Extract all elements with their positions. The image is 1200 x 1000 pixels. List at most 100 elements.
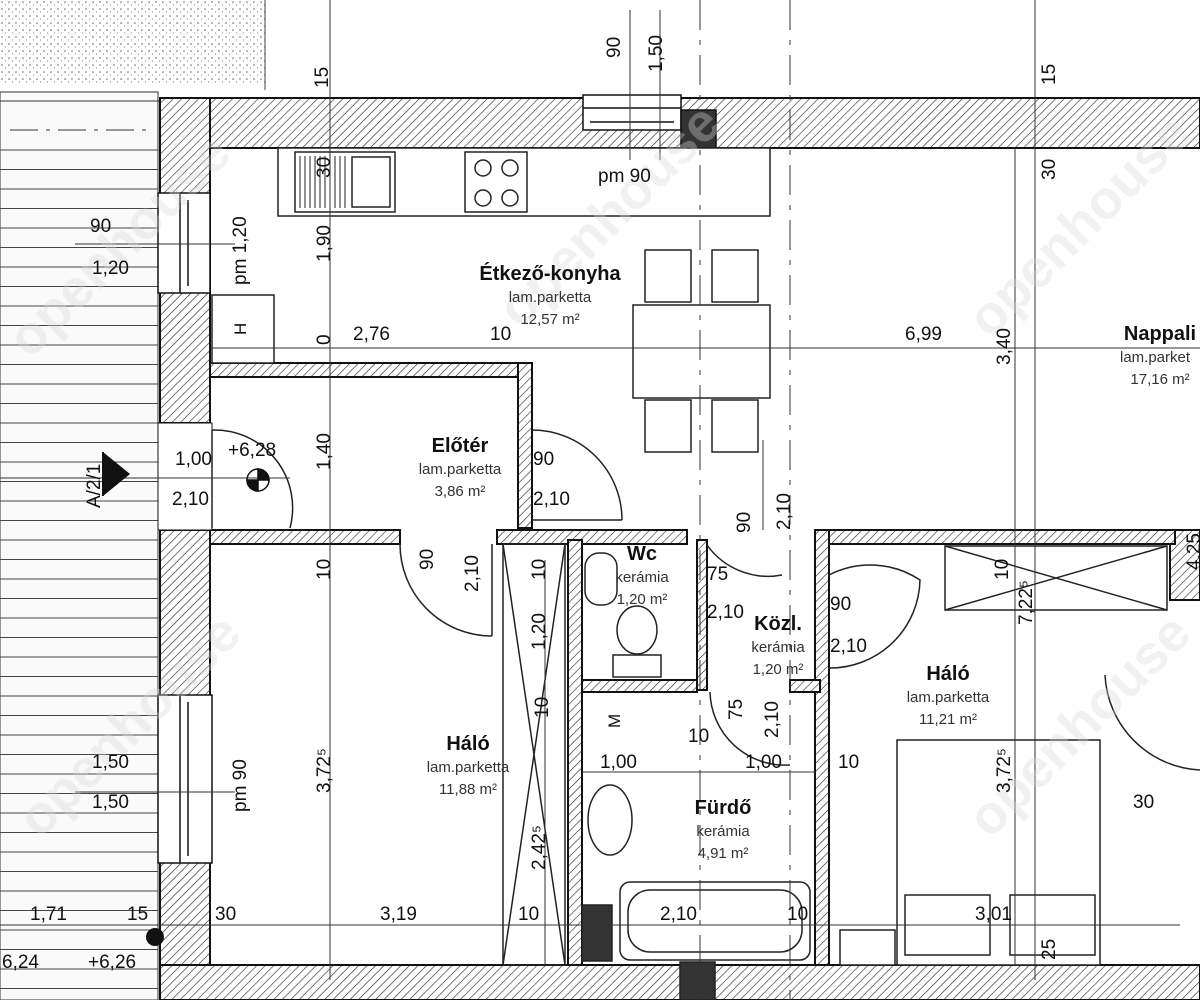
room-material-bedroom-right: lam.parketta [907, 689, 990, 706]
garden-area [0, 0, 265, 85]
dim-e-100: 1,00 [175, 449, 212, 470]
dim-bot-10b: 10 [787, 904, 808, 925]
dim-top-90: 90 [604, 37, 625, 58]
dim-b-722: 7,22⁵ [1016, 580, 1037, 625]
dim-bot-210: 2,10 [660, 904, 697, 925]
dim-top-15b: 15 [1039, 64, 1060, 85]
dim-l-372: 3,72⁵ [314, 748, 335, 793]
dim-bot-319: 3,19 [380, 904, 417, 925]
window-label-left-top: pm 1,20 [230, 216, 251, 285]
room-material-bedroom-left: lam.parketta [427, 759, 510, 776]
dim-hd-210: 2,10 [533, 489, 570, 510]
room-name-wc: Wc [627, 543, 657, 565]
room-name-corridor: Közl. [754, 613, 802, 635]
dim-lw-150a: 1,50 [92, 752, 129, 773]
window-label-left-bottom: pm 90 [230, 759, 251, 812]
dim-d-699: 6,99 [905, 324, 942, 345]
dim-c-120: 1,20 [529, 613, 550, 650]
room-name-bedroom-right: Háló [926, 663, 969, 685]
dim-w-90: 90 [90, 216, 111, 237]
dim-wc-75: 75 [707, 564, 728, 585]
dim-wc-210: 2,10 [707, 602, 744, 623]
bath-fixtures [581, 552, 811, 1000]
dim-f-210: 2,10 [762, 701, 783, 738]
dim-e-140: 1,40 [314, 433, 335, 470]
dim-d-340: 3,40 [994, 328, 1015, 365]
dim-b2-372: 3,72⁵ [994, 748, 1015, 793]
room-name-kitchen: Étkező-konyha [479, 262, 621, 285]
dim-bot-25: 25 [1039, 939, 1060, 960]
h-mark: H [231, 323, 250, 335]
dim-c-10: 10 [529, 559, 550, 580]
dim-top-15a: 15 [312, 67, 333, 88]
dim-k-10: 10 [490, 324, 511, 345]
room-area-corridor: 1,20 m² [753, 661, 804, 678]
dim-v-242: 2,42⁵ [529, 825, 550, 870]
room-area-wc: 1,20 m² [617, 591, 668, 608]
dim-bot-30: 30 [215, 904, 236, 925]
dim-s-210: 2,10 [774, 493, 795, 530]
dim-r-425: 4,25 [1184, 533, 1200, 570]
dim-k-30: 30 [314, 157, 335, 178]
m-mark: M [605, 714, 624, 728]
dining-table [632, 249, 771, 453]
dim-f-10: 10 [688, 726, 709, 747]
dim-f-10c: 10 [838, 752, 859, 773]
dim-bot-301: 3,01 [975, 904, 1012, 925]
room-material-corridor: kerámia [751, 639, 805, 656]
balcony-slats [0, 91, 160, 1000]
dim-hd-90: 90 [533, 449, 554, 470]
room-name-living: Nappali [1124, 323, 1196, 345]
dim-b-10: 10 [992, 559, 1013, 580]
dim-r-30: 30 [1133, 792, 1154, 813]
window-left-bottom [157, 694, 213, 864]
dim-bot-15: 15 [127, 904, 148, 925]
room-material-kitchen: lam.parketta [509, 289, 592, 306]
dim-lw-150b: 1,50 [92, 792, 129, 813]
section-label: A/2/1 [84, 464, 105, 508]
room-area-bath: 4,91 m² [698, 845, 749, 862]
room-name-bath: Fürdő [695, 797, 752, 819]
wardrobes [502, 543, 1168, 966]
dim-d-30: 30 [1039, 159, 1060, 180]
section-marker [102, 452, 130, 496]
level-entry: +6,28 [228, 440, 276, 461]
inner-walls [209, 362, 1176, 966]
window-top [582, 94, 717, 149]
level-right: +6,26 [88, 952, 136, 973]
level-marker [246, 468, 270, 492]
dim-bot-171: 1,71 [30, 904, 67, 925]
room-material-wc: kerámia [615, 569, 669, 586]
dim-c-10b: 10 [532, 697, 553, 718]
room-area-living: 17,16 m² [1130, 371, 1189, 388]
level-left: 6,24 [2, 952, 39, 973]
balcony-slat-lines [0, 149, 158, 989]
room-material-bath: kerámia [696, 823, 750, 840]
room-area-bedroom-left: 11,88 m² [439, 781, 497, 798]
dim-e-210: 2,10 [172, 489, 209, 510]
dim-k2-210: 2,10 [830, 636, 867, 657]
dim-k-190: 1,90 [314, 225, 335, 262]
dim-l-210: 2,10 [462, 555, 483, 592]
room-material-living: lam.parket [1120, 349, 1191, 366]
doors [211, 429, 1200, 771]
dim-k2-90: 90 [830, 594, 851, 615]
dim-f-100b: 1,00 [745, 752, 782, 773]
window-label-top: pm 90 [598, 166, 651, 187]
dim-l-10: 10 [314, 559, 335, 580]
level-marker-bottom [146, 928, 164, 946]
room-name-hall: Előtér [432, 435, 489, 457]
room-area-hall: 3,86 m² [435, 483, 486, 500]
dim-l-90: 90 [417, 549, 438, 570]
dim-w-120: 1,20 [92, 258, 129, 279]
room-area-kitchen: 12,57 m² [520, 311, 579, 328]
dim-s-90: 90 [734, 512, 755, 533]
dim-k-276: 2,76 [353, 324, 390, 345]
kitchen-counter [277, 147, 771, 217]
window-left-top [157, 192, 211, 294]
tall-cabinet [211, 294, 275, 364]
room-material-hall: lam.parketta [419, 461, 502, 478]
dim-f-100a: 1,00 [600, 752, 637, 773]
